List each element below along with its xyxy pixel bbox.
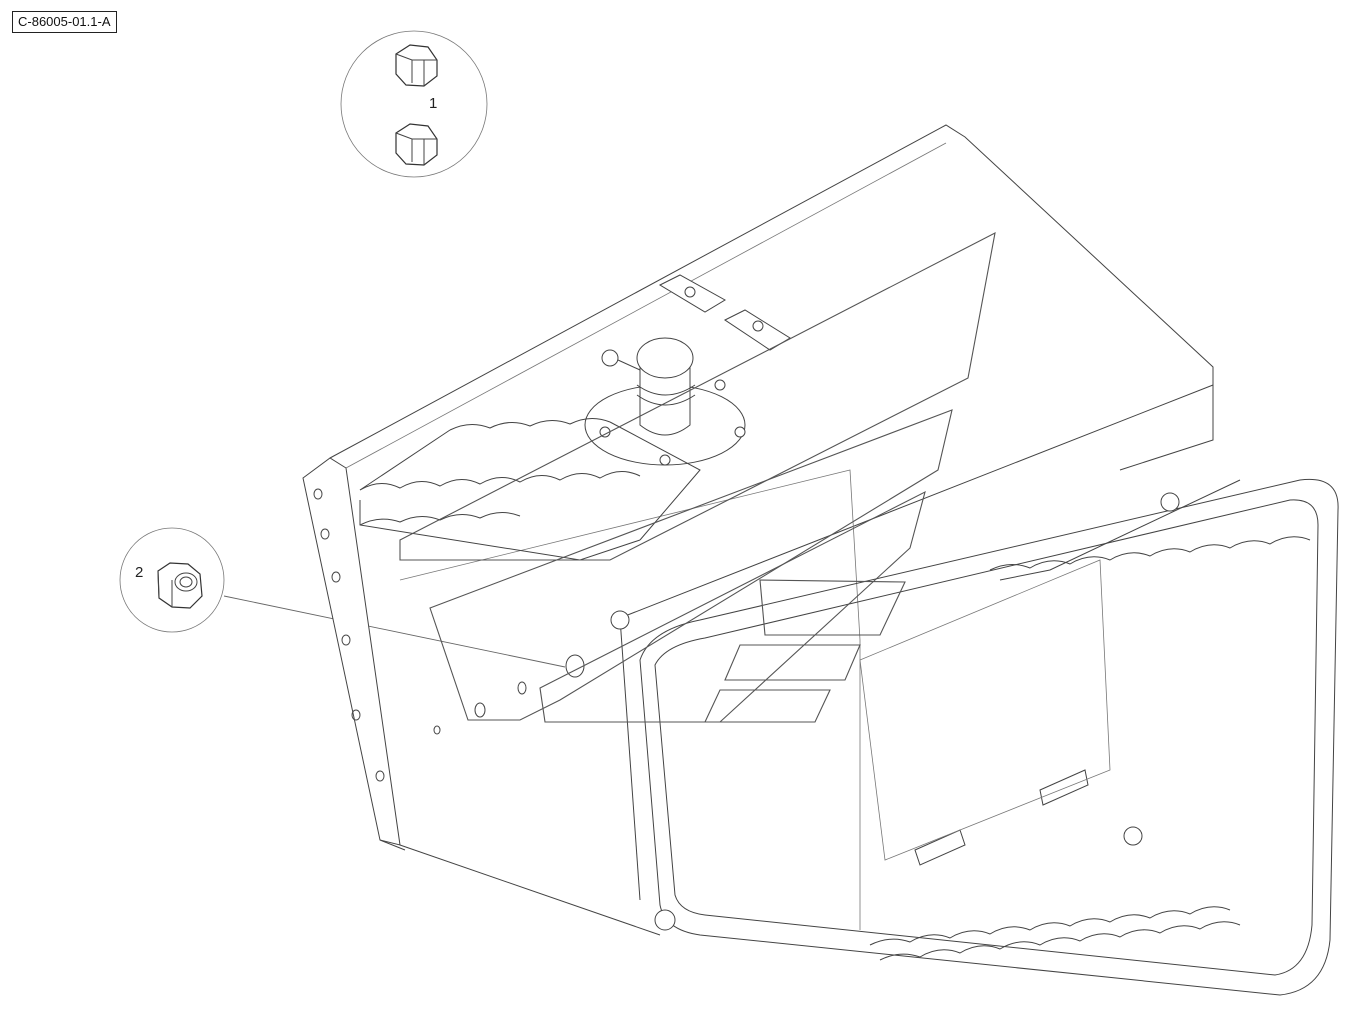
strap-brackets — [658, 274, 791, 351]
filler-cap — [584, 337, 746, 466]
callout-1-number: 1 — [429, 95, 438, 112]
step-frame — [610, 478, 1339, 996]
hex-cap-nut-icon — [395, 123, 438, 166]
hex-nut-icon — [157, 562, 203, 609]
callout-1-bubble[interactable] — [340, 30, 488, 178]
upper-step-tread — [359, 418, 701, 561]
mounting-holes — [313, 488, 527, 782]
drawing-id-label: C-86005-01.1-A — [12, 11, 117, 33]
brand-logo-watermark — [399, 231, 996, 723]
callout-2-leader-line — [223, 595, 566, 668]
callout-2-number: 2 — [135, 564, 144, 581]
hex-cap-nut-icon — [395, 44, 438, 87]
callout-2-bubble[interactable] — [119, 527, 566, 668]
fuel-tank — [302, 124, 1214, 936]
